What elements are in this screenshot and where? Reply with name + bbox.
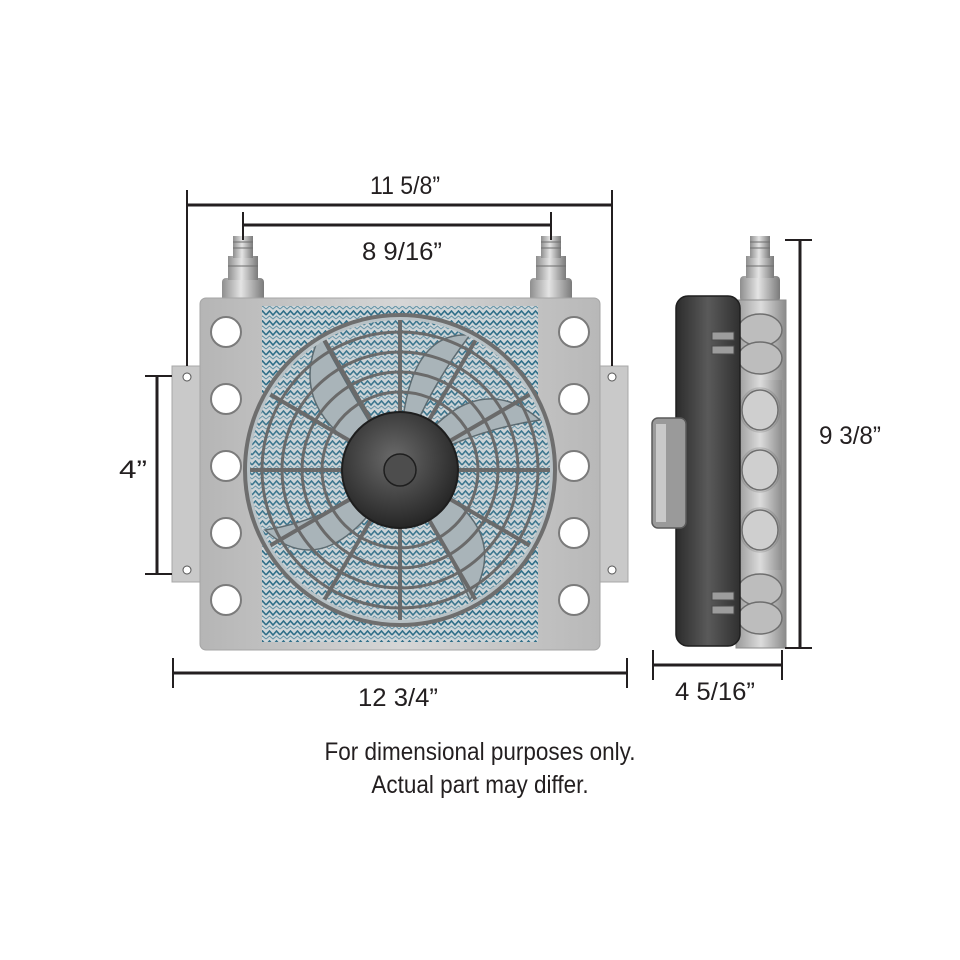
fitting-right-icon <box>530 236 572 302</box>
dim-label-overall-mount-width: 11 5/8” <box>370 172 440 200</box>
dimension-mount-hole-spacing: 4” <box>119 375 172 575</box>
mount-hole-icon <box>182 565 192 575</box>
dimension-depth: 4 5/16” <box>652 650 783 706</box>
fitting-left-icon <box>222 236 264 302</box>
side-view <box>651 236 787 649</box>
tube-holes-right <box>558 316 590 616</box>
disclaimer-line-2: Actual part may differ. <box>371 771 589 799</box>
mount-hole-icon <box>607 372 617 382</box>
mount-hole-icon <box>607 565 617 575</box>
front-view <box>171 236 629 651</box>
dimension-total-width: 12 3/4” <box>172 658 628 712</box>
dim-label-mount-hole-spacing: 4” <box>119 456 147 484</box>
dimension-overall-mount-width: 11 5/8” <box>186 172 613 366</box>
fan-motor-cap <box>383 453 417 487</box>
dim-label-depth: 4 5/16” <box>675 678 755 706</box>
dimension-height: 9 3/8” <box>785 239 881 649</box>
dim-label-fitting-spacing: 8 9/16” <box>362 238 442 266</box>
mount-hole-icon <box>182 372 192 382</box>
dim-label-total-width: 12 3/4” <box>358 684 438 712</box>
dim-label-height: 9 3/8” <box>819 422 881 450</box>
tube-holes-left <box>210 316 242 616</box>
side-fitting-icon <box>740 236 780 302</box>
dimension-fitting-spacing: 8 9/16” <box>242 212 552 266</box>
disclaimer-line-1: For dimensional purposes only. <box>324 738 636 766</box>
side-clips-icon <box>711 331 735 615</box>
left-mount-tab <box>171 365 203 583</box>
right-mount-tab <box>597 365 629 583</box>
